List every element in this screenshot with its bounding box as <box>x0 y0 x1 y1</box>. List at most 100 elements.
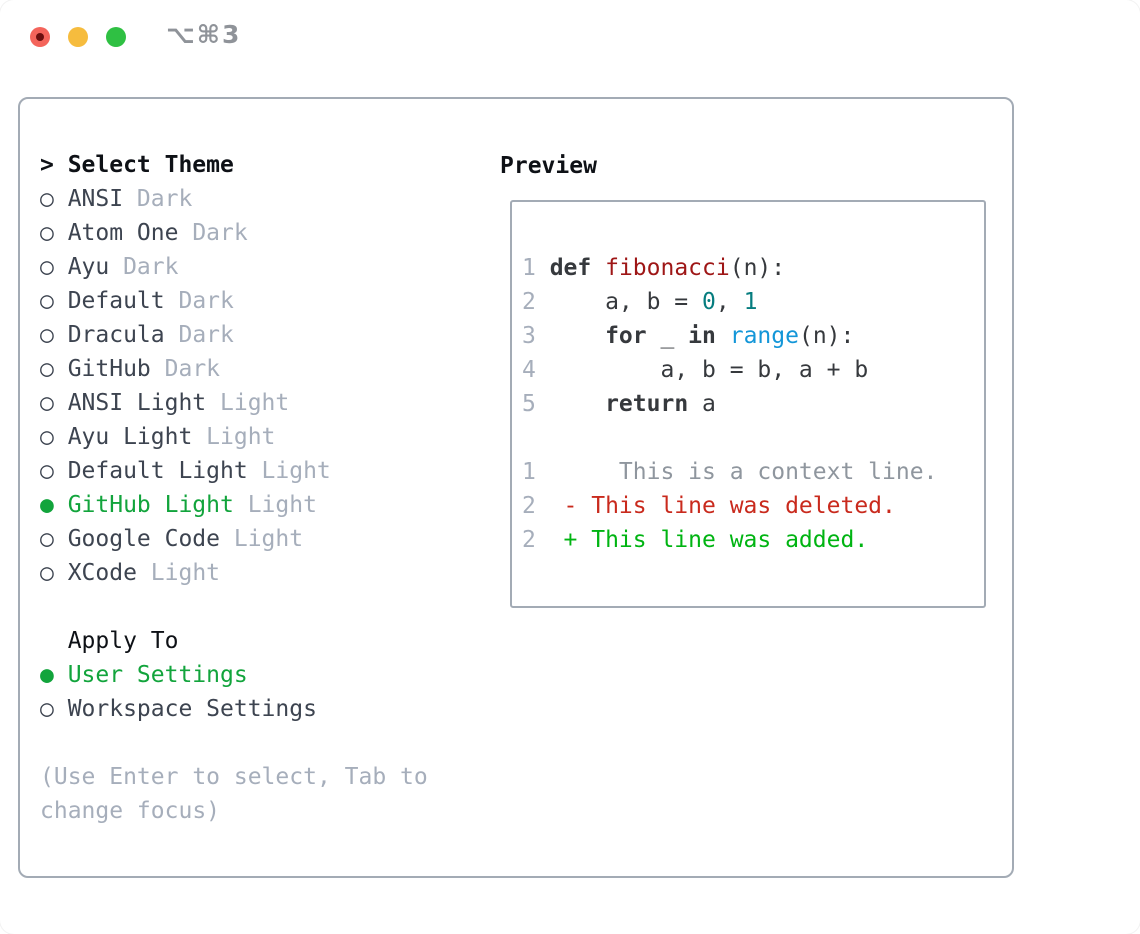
apply-to-options: ●User Settings○Workspace Settings <box>40 658 428 726</box>
theme-variant-badge: Dark <box>192 220 248 246</box>
theme-option-xcode[interactable]: ○ XCode Light <box>40 556 428 590</box>
apply-option-label: User Settings <box>67 662 248 688</box>
spacer <box>40 590 428 624</box>
diff-line-context: 1 This is a context line. <box>522 455 984 489</box>
theme-name: ANSI <box>67 186 124 212</box>
theme-name: ANSI Light <box>67 390 207 416</box>
diff-text: - This line was deleted. <box>549 493 896 519</box>
theme-option-atom-one[interactable]: ○ Atom One Dark <box>40 216 428 250</box>
theme-variant-badge: Light <box>261 458 331 484</box>
theme-name: Google Code <box>67 526 221 552</box>
line-number: 1 <box>522 255 536 281</box>
code-line: 4 a, b = b, a + b <box>522 353 984 387</box>
radio-icon: ○ <box>40 696 54 722</box>
theme-name: Default Light <box>67 458 248 484</box>
theme-variant-badge: Light <box>220 390 290 416</box>
code-token <box>550 391 605 417</box>
line-number: 2 <box>522 527 536 553</box>
diff-text: + This line was added. <box>549 527 869 553</box>
code-token <box>591 255 605 281</box>
radio-icon: ○ <box>40 560 54 586</box>
theme-name: Dracula <box>67 322 165 348</box>
help-text-line-2: change focus) <box>40 798 221 824</box>
theme-name: Atom One <box>67 220 179 246</box>
theme-variant-badge: Dark <box>136 186 193 212</box>
focus-dot-icon <box>36 33 44 41</box>
code-token <box>716 323 730 349</box>
code-token <box>550 323 605 349</box>
code-line: 3 for _ in range(n): <box>522 319 984 353</box>
code-token: in <box>688 323 716 349</box>
radio-icon: ○ <box>40 322 54 348</box>
theme-name: Default <box>67 288 165 314</box>
help-text-line-1: (Use Enter to select, Tab to <box>40 764 428 790</box>
apply-option-user-settings[interactable]: ●User Settings <box>40 658 428 692</box>
theme-name: Ayu Light <box>67 424 193 450</box>
theme-variant-badge: Light <box>206 424 276 450</box>
theme-variant-badge: Dark <box>123 254 179 280</box>
code-token: 0 <box>702 289 716 315</box>
code-token: 1 <box>743 289 758 315</box>
spacer <box>40 726 428 760</box>
theme-option-dracula[interactable]: ○ Dracula Dark <box>40 318 428 352</box>
line-number: 4 <box>522 357 536 383</box>
radio-icon: ○ <box>40 186 54 212</box>
diff-text: This is a context line. <box>549 459 938 485</box>
select-theme-title: Select Theme <box>67 152 234 178</box>
apply-to-title: Apply To <box>67 628 179 654</box>
theme-option-ansi[interactable]: ○ ANSI Dark <box>40 182 428 216</box>
code-token: a, b = <box>549 289 703 315</box>
diff-line-added: 2 + This line was added. <box>522 523 984 557</box>
line-number: 1 <box>522 459 536 485</box>
theme-variant-badge: Dark <box>164 356 221 382</box>
traffic-light-minimize[interactable] <box>68 27 88 47</box>
theme-option-ayu[interactable]: ○ Ayu Dark <box>40 250 428 284</box>
theme-option-google-code[interactable]: ○ Google Code Light <box>40 522 428 556</box>
theme-variant-badge: Dark <box>178 288 234 314</box>
diff-block: 1 This is a context line.2 - This line w… <box>522 455 984 557</box>
theme-variant-badge: Light <box>150 560 221 586</box>
theme-name: Ayu <box>67 254 110 280</box>
theme-variant-badge: Dark <box>178 322 234 348</box>
theme-name: GitHub Light <box>67 492 234 518</box>
line-number: 3 <box>522 323 536 349</box>
code-token: return <box>605 391 689 417</box>
apply-option-workspace-settings[interactable]: ○Workspace Settings <box>40 692 428 726</box>
theme-option-ayu-light[interactable]: ○ Ayu Light Light <box>40 420 428 454</box>
radio-icon: ○ <box>40 526 54 552</box>
diff-line-deleted: 2 - This line was deleted. <box>522 489 984 523</box>
window-shortcut-label: ⌥⌘3 <box>166 20 242 49</box>
line-number: 2 <box>522 493 536 519</box>
theme-option-default-light[interactable]: ○ Default Light Light <box>40 454 428 488</box>
theme-variant-badge: Light <box>233 526 304 552</box>
code-token: for <box>605 323 647 349</box>
traffic-light-zoom[interactable] <box>106 27 126 47</box>
radio-icon: ○ <box>40 424 54 450</box>
code-token: _ <box>646 323 689 349</box>
radio-icon: ○ <box>40 254 54 280</box>
radio-icon: ○ <box>40 356 54 382</box>
radio-icon: ○ <box>40 458 54 484</box>
theme-name: XCode <box>67 560 137 586</box>
code-token: def <box>549 255 592 281</box>
line-number: 5 <box>522 391 536 417</box>
code-token: (n): <box>798 323 855 349</box>
code-token: , <box>715 289 744 315</box>
code-line: 2 a, b = 0, 1 <box>522 285 984 319</box>
radio-icon: ○ <box>40 220 54 246</box>
spacer <box>522 421 984 455</box>
code-token: range <box>729 323 799 349</box>
traffic-light-close[interactable] <box>30 27 50 47</box>
apply-to-header: Apply To <box>40 624 428 658</box>
